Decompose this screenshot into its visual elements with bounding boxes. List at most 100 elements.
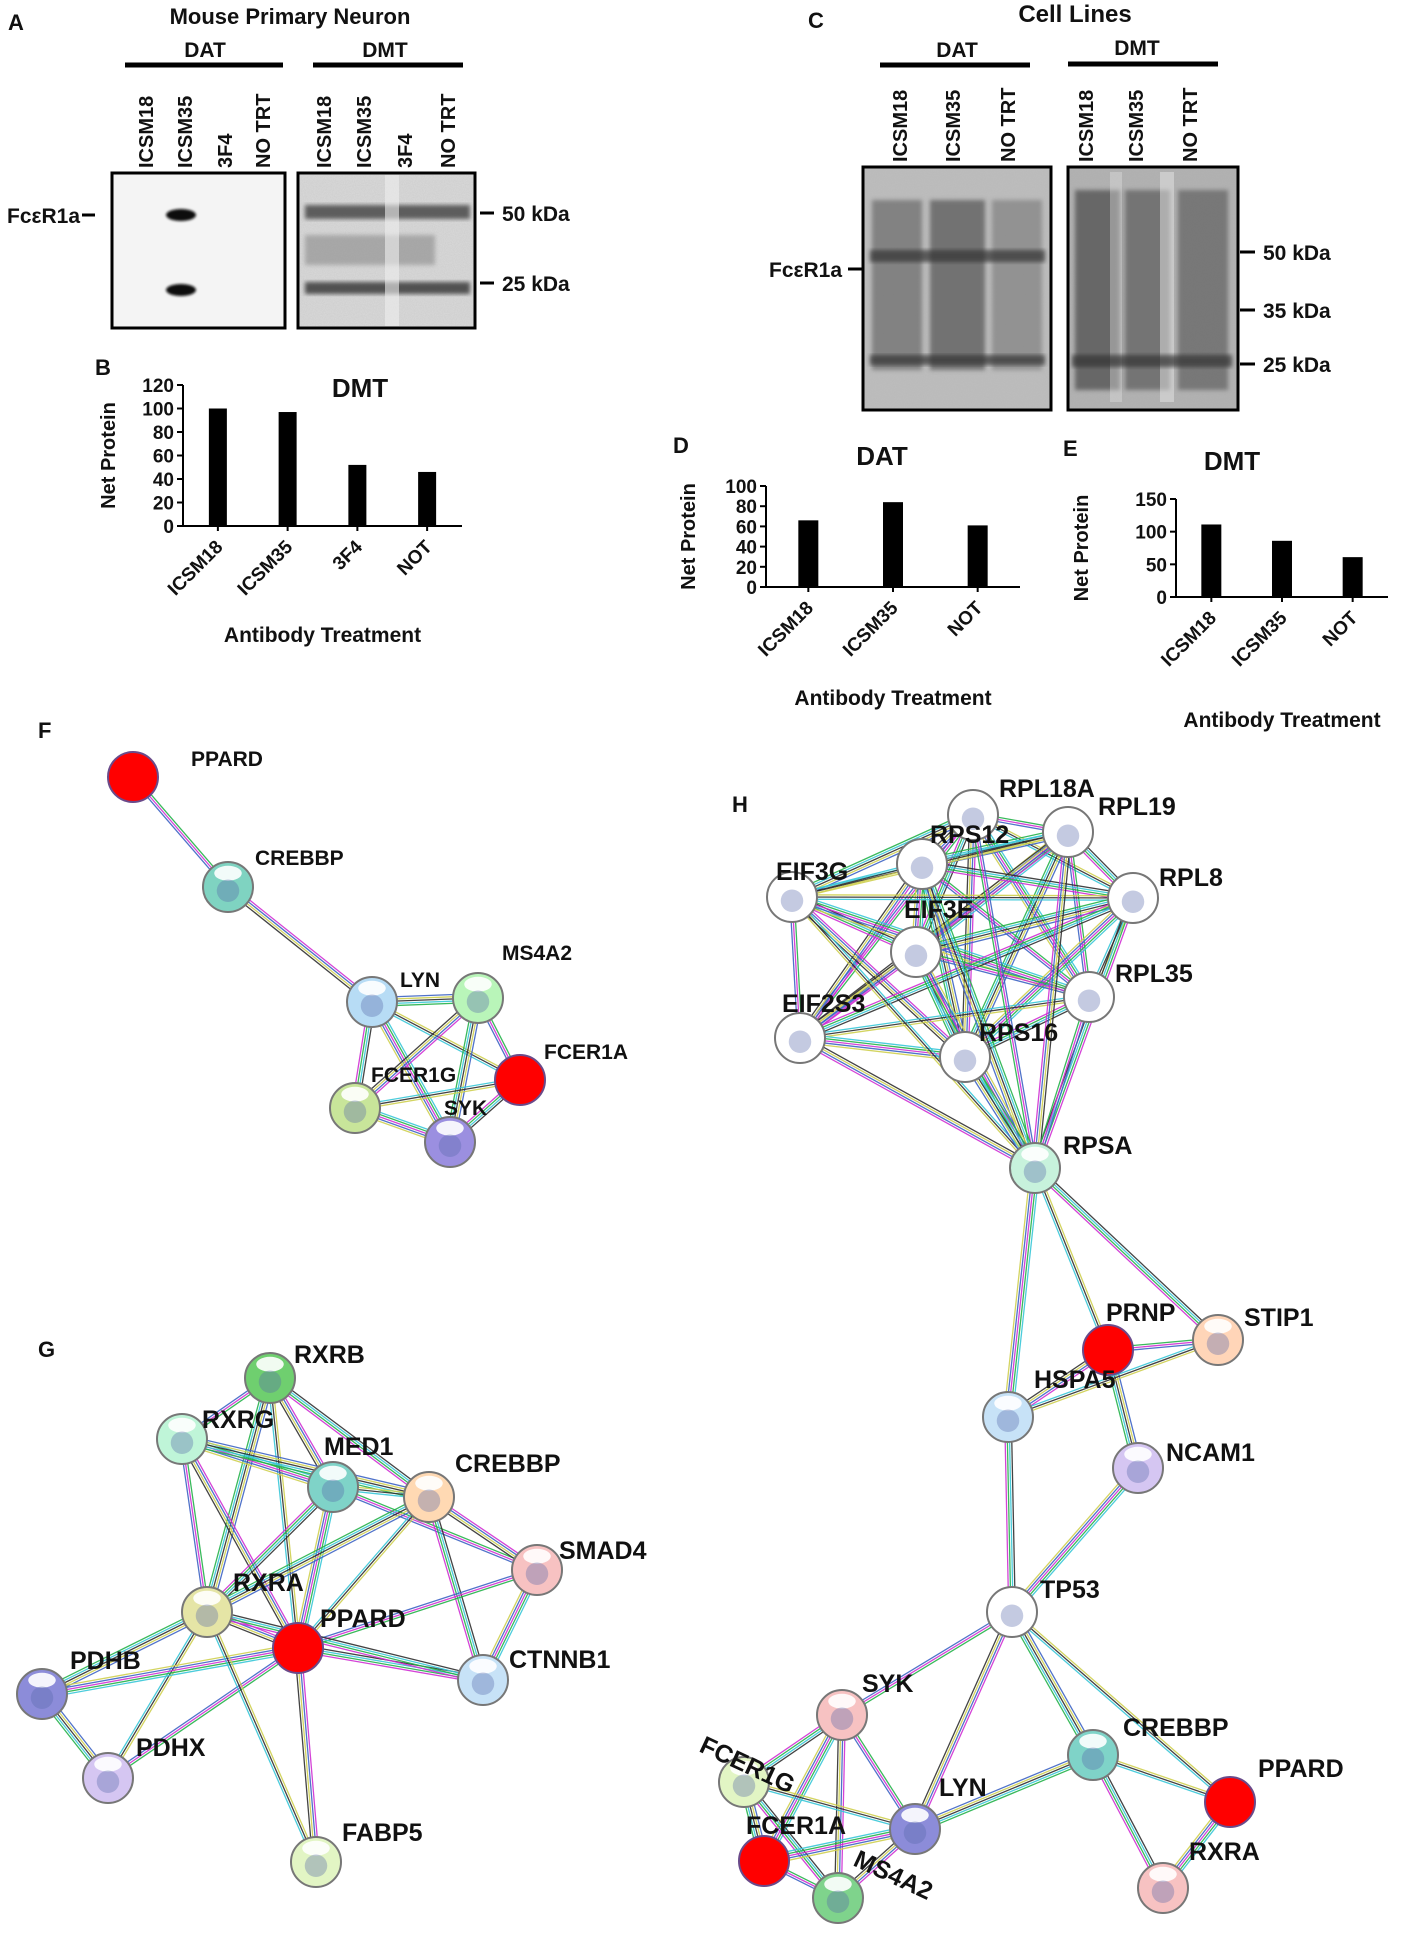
x-tick-label: ICSM18	[164, 537, 227, 600]
edge-line	[1013, 1469, 1141, 1614]
bar	[418, 471, 437, 526]
edge-line	[801, 1034, 1037, 1166]
edge-line	[182, 1436, 430, 1496]
network-edge	[1032, 996, 1092, 1169]
network-node: CREBBP	[202, 847, 344, 913]
protein-structure-icon	[438, 1134, 462, 1157]
group-label-dmt: DMT	[362, 39, 408, 62]
edge-line	[225, 889, 371, 1006]
edge-line	[228, 885, 374, 1002]
network-edge	[294, 1647, 320, 1863]
edge-line	[1032, 996, 1088, 1168]
y-tick-label: 80	[736, 497, 757, 518]
edge-line	[798, 862, 922, 1038]
node-highlight	[1079, 1733, 1107, 1749]
edge-line	[915, 897, 1134, 953]
protein-structure-icon	[216, 879, 240, 902]
node-circle	[1204, 1776, 1256, 1828]
lane-label: ICSM35	[354, 96, 376, 168]
node-highlight	[1124, 1446, 1152, 1462]
edge-line	[299, 1498, 432, 1650]
network-edge	[970, 814, 1038, 1169]
node-label: PPARD	[191, 748, 263, 771]
bar	[883, 502, 903, 587]
edge-line	[801, 900, 1135, 1042]
node-label: TP53	[1040, 1576, 1100, 1604]
edge-line	[295, 1495, 428, 1647]
edge-line	[205, 1485, 333, 1612]
network-edge	[293, 1485, 338, 1650]
y-tick-label: 60	[736, 517, 757, 538]
network-edge	[179, 1438, 210, 1613]
panel-letter: A	[8, 10, 24, 35]
edge-line	[799, 996, 1090, 1039]
edge-line	[297, 1650, 483, 1684]
y-axis-label: Net Protein	[1071, 495, 1093, 602]
network-node: RXRA	[1137, 1838, 1260, 1914]
group-label-dmt: DMT	[1114, 37, 1160, 60]
edge-line	[800, 1032, 966, 1054]
edge-line	[914, 893, 1133, 949]
protein-structure-icon	[780, 889, 804, 912]
edge-line	[296, 1648, 316, 1863]
protein-structure-icon	[732, 1774, 756, 1797]
x-tick-label: NOT	[1319, 607, 1362, 650]
edge-line	[42, 1613, 209, 1697]
edge-line	[764, 1832, 917, 1866]
edge-line	[42, 1651, 299, 1699]
x-tick-label: ICSM35	[1228, 607, 1292, 671]
node-highlight	[786, 1016, 814, 1032]
network-edge	[1032, 1166, 1111, 1352]
lane-label: ICSM35	[1126, 90, 1148, 162]
node-label: EIF2S3	[782, 990, 865, 1018]
panel-title: Cell Lines	[1018, 1, 1131, 28]
edge-line	[369, 1002, 449, 1144]
node-label: CTNNB1	[509, 1646, 610, 1674]
edge-line	[1007, 1167, 1036, 1418]
protein-structure-icon	[360, 994, 384, 1017]
edge-line	[427, 1497, 483, 1681]
protein-structure-icon	[903, 1821, 927, 1844]
y-tick-label: 100	[1135, 523, 1167, 544]
edge-line	[791, 898, 1133, 901]
network-edge	[297, 1567, 538, 1651]
network-node: MS4A2	[812, 1845, 937, 1924]
network-edge	[791, 894, 1134, 901]
edge-line	[425, 1497, 481, 1682]
lane-labels-dmt: ICSM18 ICSM35 3F4 NO TRT	[314, 94, 460, 168]
protein-structure-icon	[1126, 1460, 1150, 1483]
edge-line	[915, 1612, 1014, 1830]
y-tick-label: 100	[142, 400, 174, 421]
edge-line	[431, 1495, 487, 1680]
network-edge	[204, 1492, 432, 1617]
edge-line	[182, 1434, 431, 1494]
edge-line	[911, 1610, 1010, 1828]
panel-letter: H	[732, 792, 748, 817]
protein-structure-icon	[1000, 1604, 1024, 1627]
x-axis-label: Antibody Treatment	[224, 624, 421, 647]
node-label: PPARD	[1258, 1755, 1344, 1783]
node-highlight	[828, 1693, 856, 1709]
protein-structure-icon	[830, 1707, 854, 1730]
lane-labels-dmt: ICSM18 ICSM35 NO TRT	[1076, 88, 1202, 162]
x-tick-label: ICSM35	[234, 536, 298, 600]
protein-structure-icon	[788, 1030, 812, 1053]
edge-line	[1032, 1168, 1107, 1352]
edge-line	[800, 864, 924, 1040]
edge-line	[1035, 1166, 1220, 1340]
edge-line	[293, 1485, 330, 1648]
edge-line	[841, 1611, 1013, 1716]
bar	[278, 412, 297, 526]
edge-line	[1007, 1339, 1219, 1418]
edge-line	[796, 861, 920, 1037]
edge-line	[1036, 1165, 1221, 1339]
edge-line	[105, 1610, 206, 1778]
node-highlight	[168, 1417, 196, 1433]
edge-line	[792, 816, 975, 900]
edge-line	[355, 1081, 521, 1111]
edge-line	[355, 998, 480, 1110]
edge-line	[1031, 831, 1066, 1168]
edge-line	[183, 1438, 210, 1612]
edge-line	[229, 883, 375, 1000]
